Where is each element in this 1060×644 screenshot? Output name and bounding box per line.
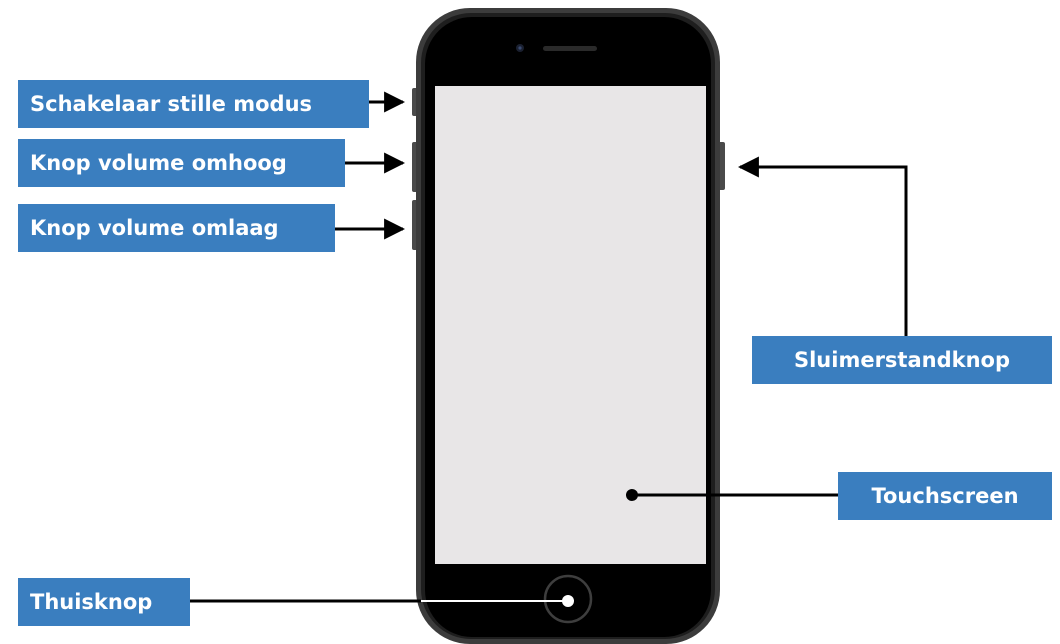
touchscreen-label: Touchscreen xyxy=(838,472,1052,520)
home-button-leader-dot xyxy=(562,595,574,607)
sleep-wake-arrow xyxy=(737,156,908,336)
touchscreen xyxy=(435,86,706,564)
touchscreen-leader-dot xyxy=(626,489,638,501)
silent-switch-label: Schakelaar stille modus xyxy=(18,80,369,128)
speaker-slot-icon xyxy=(543,46,597,51)
volume-down-label: Knop volume omlaag xyxy=(18,204,335,252)
sleep-wake-label: Sluimerstandknop xyxy=(752,336,1052,384)
volume-up-label: Knop volume omhoog xyxy=(18,139,345,187)
home-button-label: Thuisknop xyxy=(18,578,190,626)
